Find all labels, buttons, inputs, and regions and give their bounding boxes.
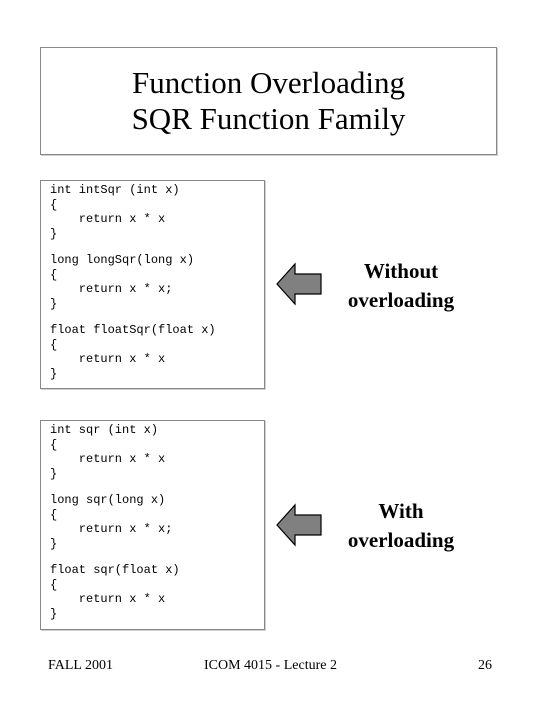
with-overloading-label: With overloading: [330, 497, 472, 555]
code-block-float: float floatSqr(float x) { return x * x }: [50, 323, 264, 381]
code-line: }: [50, 536, 58, 551]
code-line: return x * x;: [50, 522, 173, 536]
code-line: return x * x: [50, 452, 166, 466]
code-line: return x * x: [50, 592, 166, 606]
footer-page-number: 26: [478, 658, 492, 673]
code-block-float: float sqr(float x) { return x * x }: [50, 563, 264, 621]
code-block-int: int sqr (int x) { return x * x }: [50, 423, 264, 481]
code-line: int sqr (int x): [50, 423, 159, 437]
title-box: Function Overloading SQR Function Family: [40, 47, 497, 155]
code-line: int intSqr (int x): [50, 183, 180, 197]
label-line-1: Without: [363, 259, 439, 283]
left-arrow-icon: [276, 262, 322, 306]
slide-title-line-2: SQR Function Family: [131, 101, 406, 136]
code-box-without-overloading: int intSqr (int x) { return x * x } long…: [40, 180, 265, 389]
left-arrow-icon: [276, 503, 322, 547]
code-line: }: [50, 366, 58, 381]
code-line: long sqr(long x): [50, 493, 166, 507]
code-box-with-overloading: int sqr (int x) { return x * x } long sq…: [40, 420, 265, 630]
code-line: {: [50, 197, 58, 212]
label-line-2: overloading: [347, 288, 455, 312]
code-line: return x * x;: [50, 282, 173, 296]
code-line: float floatSqr(float x): [50, 323, 216, 337]
code-block-long: long longSqr(long x) { return x * x; }: [50, 253, 264, 311]
code-line: return x * x: [50, 352, 166, 366]
footer-semester: FALL 2001: [48, 658, 113, 673]
code-line: {: [50, 267, 58, 282]
code-line: }: [50, 296, 58, 311]
code-line: {: [50, 577, 58, 592]
code-line: long longSqr(long x): [50, 253, 195, 267]
code-block-int: int intSqr (int x) { return x * x }: [50, 183, 264, 241]
code-block-long: long sqr(long x) { return x * x; }: [50, 493, 264, 551]
code-line: }: [50, 466, 58, 481]
without-overloading-label: Without overloading: [330, 257, 472, 315]
footer-course: ICOM 4015 - Lecture 2: [204, 658, 337, 673]
code-line: }: [50, 606, 58, 621]
code-line: {: [50, 437, 58, 452]
code-line: return x * x: [50, 212, 166, 226]
code-line: {: [50, 337, 58, 352]
code-line: float sqr(float x): [50, 563, 180, 577]
code-line: {: [50, 507, 58, 522]
slide-title-line-1: Function Overloading: [132, 65, 405, 100]
code-line: }: [50, 226, 58, 241]
label-line-2: overloading: [347, 528, 455, 552]
label-line-1: With: [378, 499, 424, 523]
